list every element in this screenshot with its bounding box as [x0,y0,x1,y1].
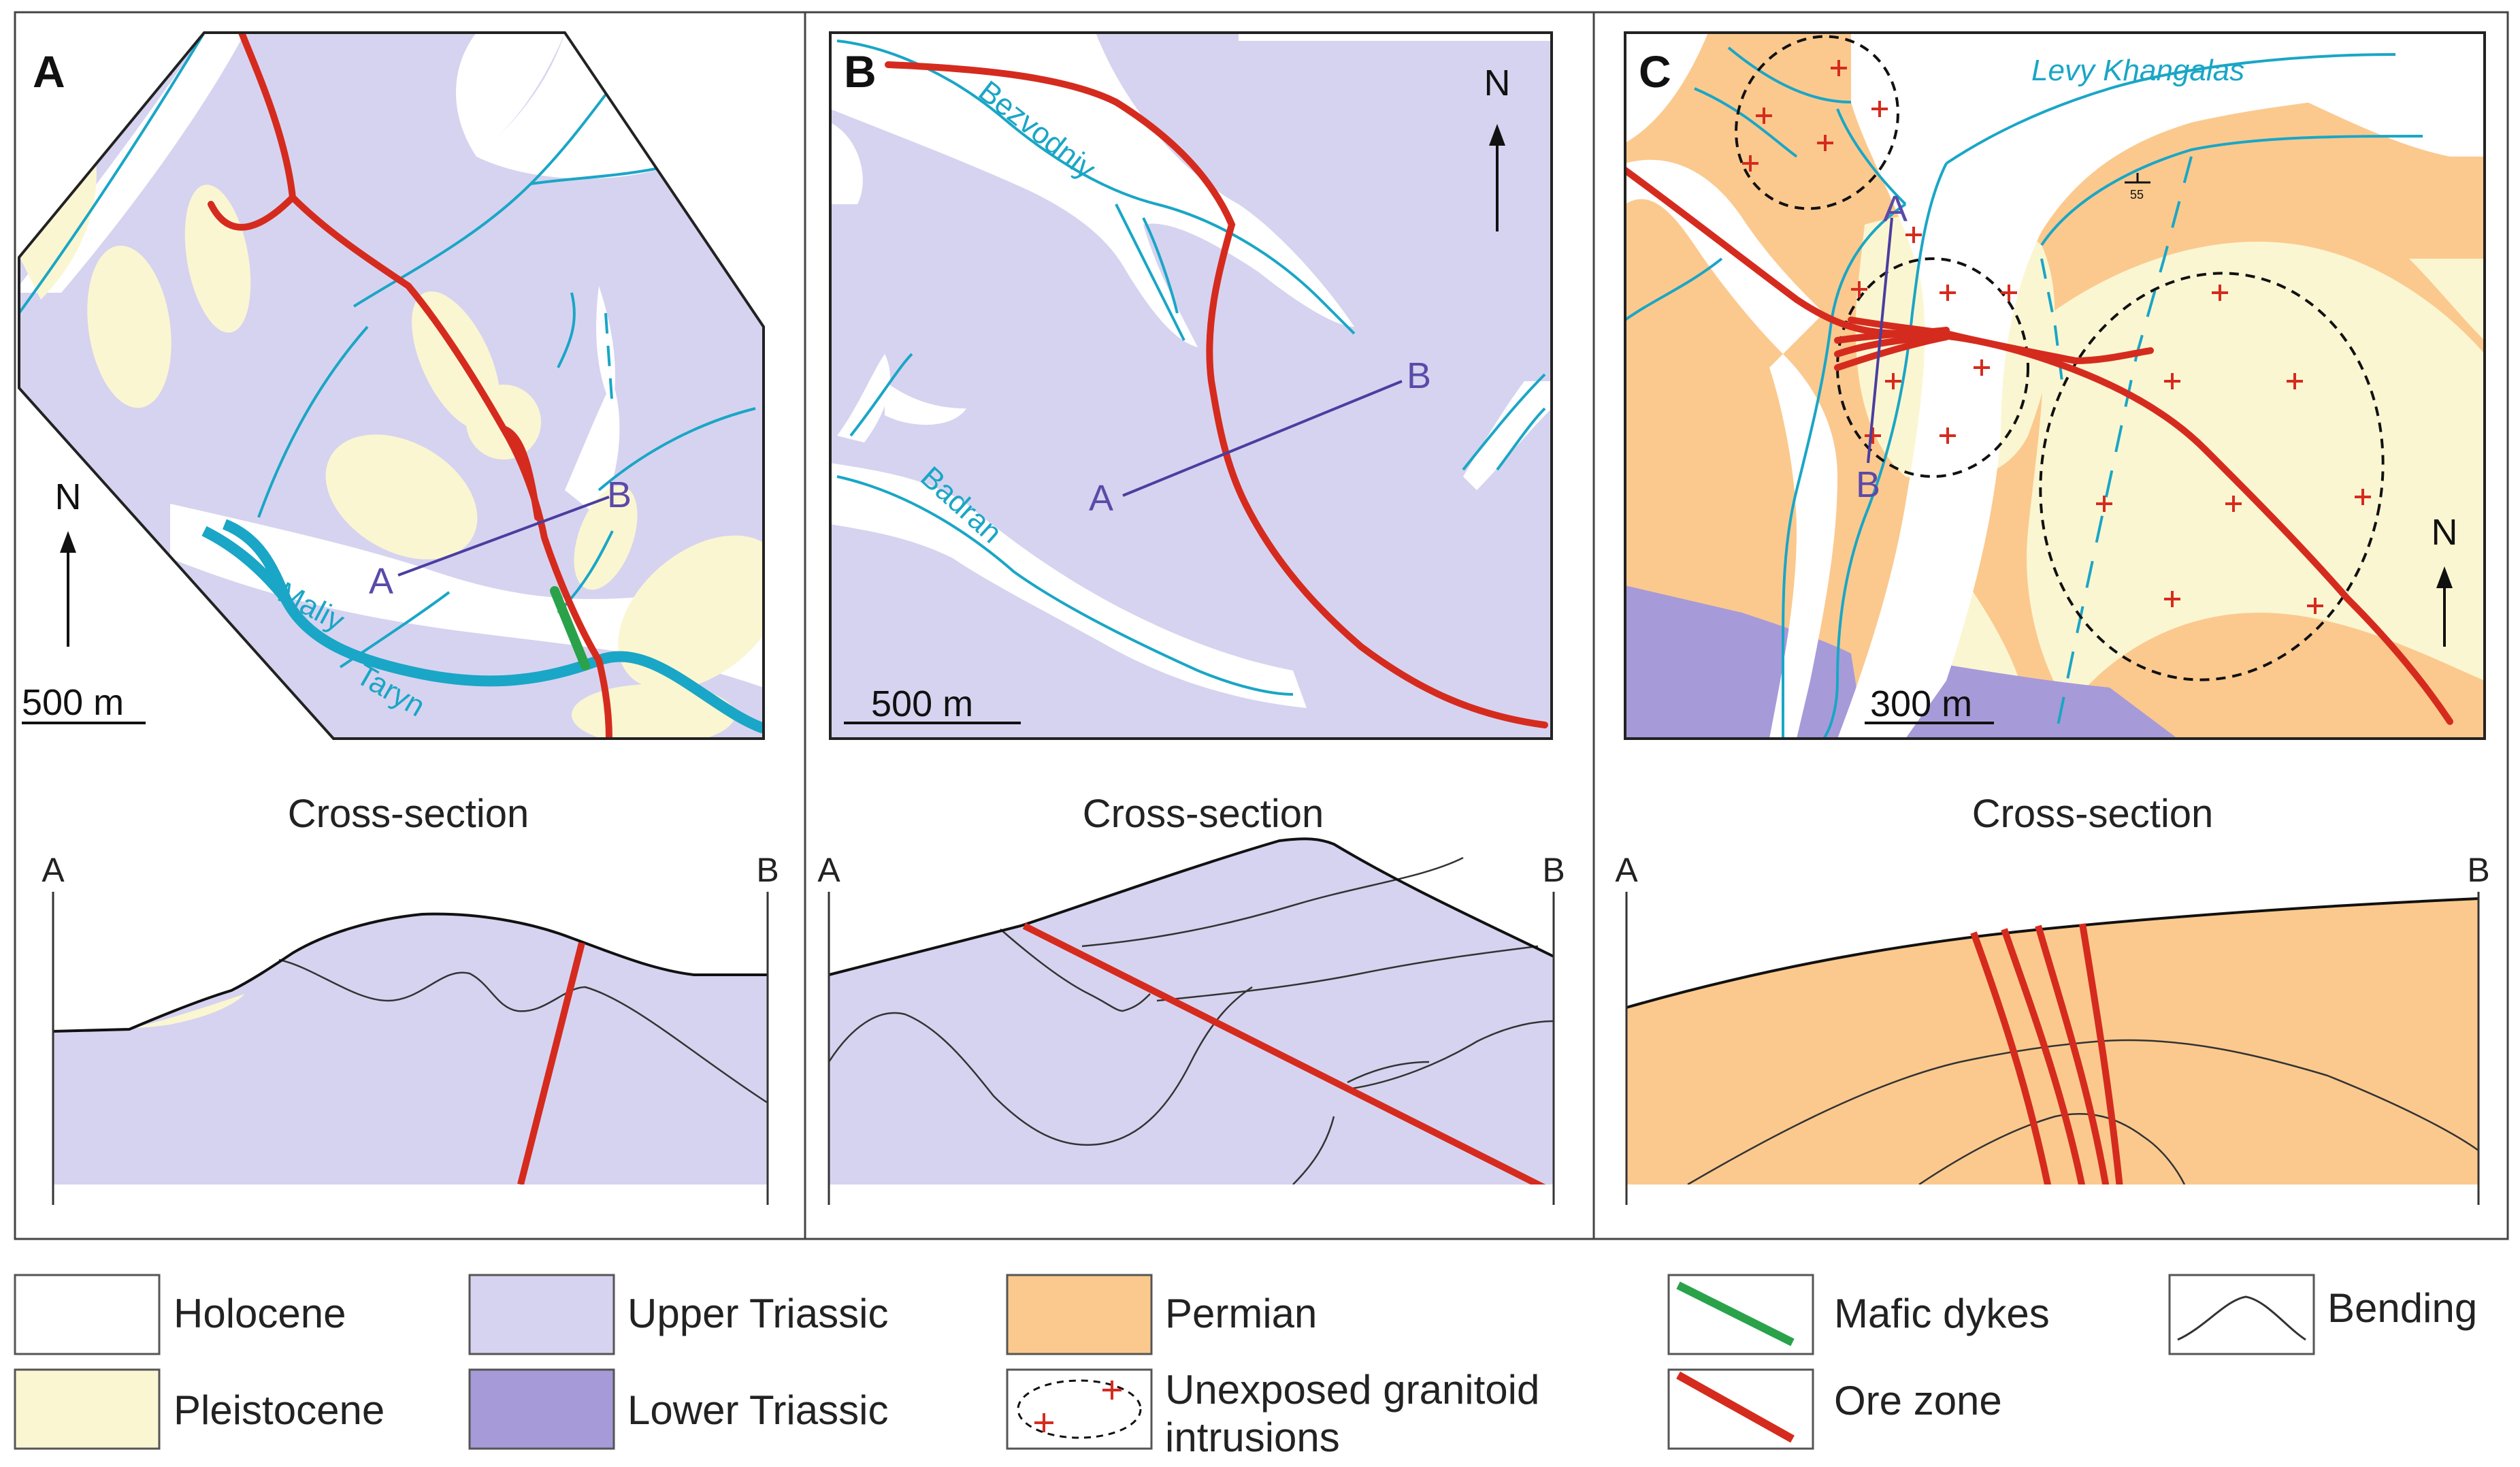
legend-item-upper-triassic: Upper Triassic [468,1274,888,1355]
map-b-border [829,31,1553,740]
ore-zone-line [885,61,1548,728]
map-a: A B Maliy Taryn A N 500 m [18,31,765,740]
topographic-surface [53,912,768,1033]
granitoid-outline [1735,35,2385,681]
panel-letter-b: B [844,46,877,97]
legend-label: Upper Triassic [627,1291,888,1336]
dip-value: 55 [2130,188,2144,201]
north-label: N [2432,512,2458,553]
cross-section-c: Cross-section A B [1615,792,2490,1205]
scale-bar: 500 m [844,683,1021,724]
ore-zone-line [1625,167,2453,725]
scale-label: 500 m [871,683,973,724]
river-lines [836,39,1546,696]
bending-lines [829,856,1554,1184]
legend-label: Pleistocene [174,1387,384,1433]
cross-section-left-label: A [42,851,65,889]
legend-label: Unexposed granitoid [1165,1367,1539,1413]
legend-label: Holocene [174,1291,346,1336]
granitoid-outline-icon [1017,1379,1142,1439]
cross-section-left-label: A [817,851,840,889]
legend-item-permian: Permian [1006,1274,1317,1355]
legend-label: Lower Triassic [627,1387,888,1433]
ore-zone-line [1970,923,2123,1184]
legend-item-lower-triassic: Lower Triassic [468,1368,888,1450]
cross-section-left-label: A [1615,851,1638,889]
legend-item-granitoid: Unexposed granitoid intrusions [1006,1367,1539,1460]
legend-item-pleistocene: Pleistocene [14,1368,384,1450]
cross-section-title: Cross-section [1972,792,2214,836]
panel-letter-a: A [33,46,65,97]
cross-section-b: Cross-section A B [817,792,1565,1205]
map-b: A B Bezvodniy Badran B N 500 m [829,31,1553,740]
panel-frame [14,11,2509,1240]
north-label: N [1484,63,1511,103]
section-line-b [1122,380,1403,497]
section-end-label: B [607,474,632,515]
river-lines [19,33,764,734]
cross-section-right-label: B [2467,851,2489,889]
cross-section-right-label: B [756,851,779,889]
section-start-label: A [1883,189,1908,229]
upper-triassic-area [53,914,768,1184]
map-c: 55 A B Levy Khangalas C N 300 m [1624,31,2486,740]
map-c-border [1624,31,2486,740]
legend-item-bending: Bending [2168,1274,2477,1355]
bending-lines [278,958,768,1104]
section-end-label: B [1856,464,1880,505]
legend-label: Permian [1165,1291,1317,1336]
section-line-a [397,496,610,577]
granitoid-crosses [1742,60,2371,614]
river-label-levy-khangalas: Levy Khangalas [2031,54,2244,87]
holocene-area [19,33,764,688]
section-start-label: A [369,561,393,602]
mafic-dyke [550,586,590,671]
north-arrow-icon: N [2432,512,2458,647]
section-end-label: B [1407,355,1431,396]
panel-letter-c: C [1639,46,1671,97]
legend-label: Ore zone [1834,1378,2002,1423]
legend-label: Bending [2327,1285,2477,1331]
legend-item-holocene: Holocene [14,1274,346,1355]
ore-zone-line [1022,922,1546,1184]
north-label: N [55,477,82,517]
cross-icon [1102,1381,1122,1400]
ore-zone-line [517,941,585,1184]
bending-lines [1687,1039,2479,1184]
cross-section-right-label: B [1542,851,1565,889]
scale-label: 300 m [1870,683,1972,724]
mafic-dyke-icon [1676,1281,1795,1347]
pleistocene-area [20,157,764,739]
map-a-border [18,31,765,740]
cross-icon [1034,1413,1053,1432]
legend-item-ore-zone: Ore zone [1667,1368,2002,1450]
dip-symbol: 55 [2125,173,2150,201]
cross-section-a: Cross-section A B [42,792,779,1205]
ore-zone-line [208,33,612,739]
legend-item-mafic-dykes: Mafic dykes [1667,1274,2050,1355]
north-arrow-icon: N [55,477,82,647]
permian-area [1626,899,2478,1184]
topographic-surface [829,837,1554,976]
scale-bar: 300 m [1865,683,1994,724]
legend: Holocene Pleistocene Upper Triassic Lowe… [14,1274,2477,1460]
section-start-label: A [1089,478,1113,519]
section-line-c [1867,217,1893,464]
cross-section-title: Cross-section [1083,792,1324,836]
cross-section-title: Cross-section [288,792,529,836]
scale-bar: 500 m [22,682,146,724]
ore-zone-icon [1676,1371,1795,1443]
legend-label: intrusions [1165,1415,1340,1460]
legend-label: Mafic dykes [1834,1291,2050,1336]
river-lines [1625,46,2423,739]
scale-label: 500 m [22,682,124,723]
bending-icon [2177,1295,2306,1341]
north-arrow-icon: N [1484,63,1511,231]
